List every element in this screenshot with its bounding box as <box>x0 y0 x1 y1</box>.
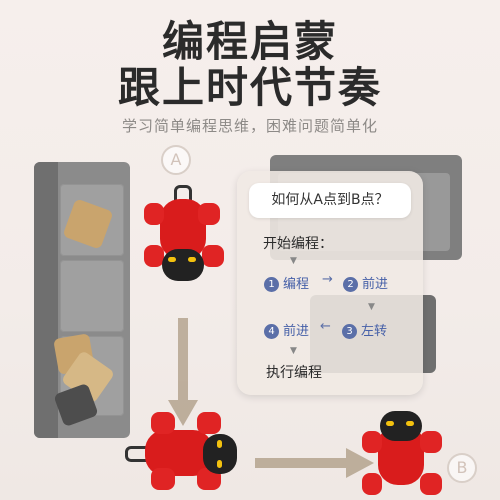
execute-label: 执行编程 <box>266 365 322 381</box>
robot-dog-icon-a <box>142 185 227 290</box>
step-4: 4 前进 <box>264 320 309 339</box>
step-1-label: 编程 <box>283 277 310 292</box>
arrow-down-icon-1: ▼ <box>290 256 297 266</box>
subtitle: 学习简单编程思维，困难问题简单化 <box>121 117 378 135</box>
step-1-number: 1 <box>264 277 279 292</box>
step-1: 1 编程 <box>264 273 309 292</box>
step-4-number: 4 <box>264 324 279 339</box>
step-3-label: 左转 <box>361 324 388 339</box>
route-down-head <box>168 400 198 426</box>
headline-line-2: 跟上时代节奏 <box>117 63 382 112</box>
step-2-label: 前进 <box>362 277 389 292</box>
route-down-shaft <box>178 318 188 408</box>
sofa-left <box>34 162 130 438</box>
marker-a: A <box>161 145 191 175</box>
start-label: 开始编程： <box>263 236 333 252</box>
robot-dog-icon-turn <box>125 412 245 490</box>
question-bubble: 如何从A点到B点？ <box>249 183 411 218</box>
arrow-left-icon: ← <box>320 319 331 334</box>
step-3: 3 左转 <box>342 320 387 339</box>
robot-dog-icon-b <box>360 405 445 500</box>
route-right-shaft <box>255 458 350 468</box>
arrow-down-icon-2: ▼ <box>368 302 375 312</box>
step-2: 2 前进 <box>343 273 388 292</box>
step-2-number: 2 <box>343 277 358 292</box>
step-4-label: 前进 <box>283 324 310 339</box>
arrow-down-icon-3: ▼ <box>290 346 297 356</box>
route-right-head <box>346 448 374 478</box>
headline-line-1: 编程启蒙 <box>161 17 338 66</box>
arrow-right-icon: → <box>322 272 333 287</box>
step-3-number: 3 <box>342 324 357 339</box>
marker-b: B <box>447 453 477 483</box>
